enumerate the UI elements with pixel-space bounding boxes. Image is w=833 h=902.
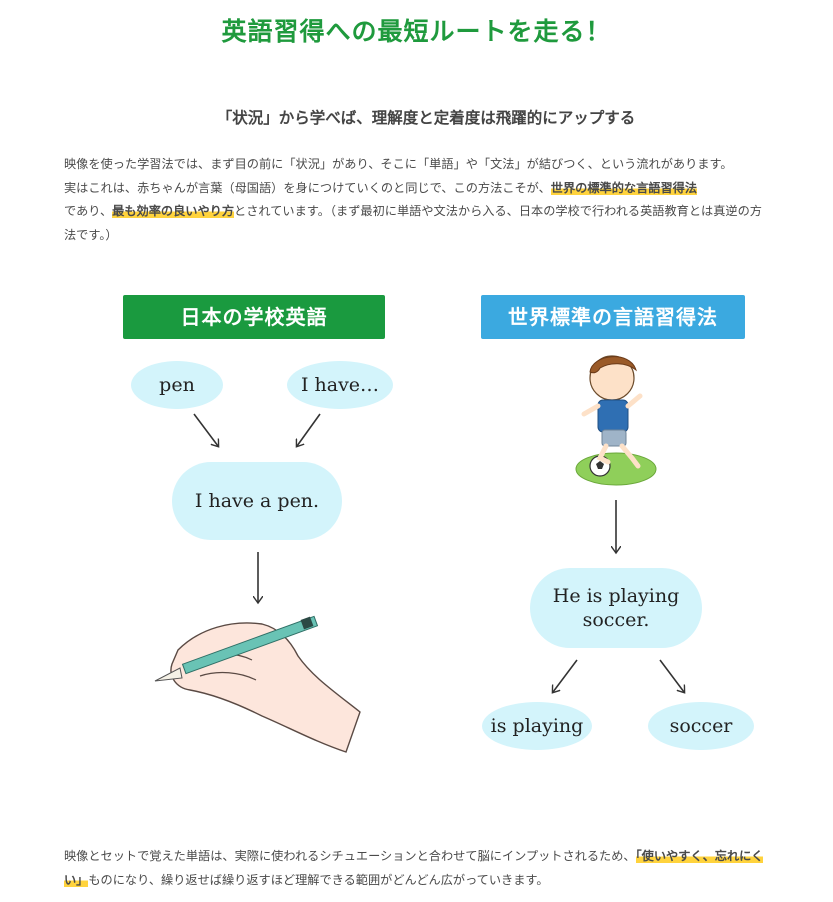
section-subtitle: 「状況」から学べば、理解度と定着度は飛躍的にアップする [216,109,636,127]
hand-writing-illustration [154,615,361,753]
intro-paragraph: 映像を使った学習法では、まず目の前に「状況」があり、そこに「単語」や「文法」が結… [64,153,774,247]
outro-text-rest: ものになり、繰り返せば繰り返すほど理解できる範囲がどんどん広がっていきます。 [88,872,549,887]
outro-text: 映像とセットで覚えた単語は、実際に使われるシチュエーションと合わせて脳にインプッ… [64,849,636,863]
bubble-sentence-line-1: He is playing [552,585,680,607]
bubble-i-have: I have… [287,361,393,409]
bubble-soccer-text: soccer [669,715,733,737]
intro-line-2-text: 実はこれは、赤ちゃんが言葉（母国語）を身につけていくのと同じで、この方法こそが、 [64,180,551,195]
arrow-pen-to-sentence [193,413,218,446]
banner-global-standard-method: 世界標準の言語習得法 [481,295,745,339]
outro-paragraph: 映像とセットで覚えた単語は、実際に使われるシチュエーションと合わせて脳にインプッ… [64,845,774,892]
banner-japanese-school-english: 日本の学校英語 [123,295,385,339]
bubble-he-is-playing-soccer: He is playing soccer. [530,568,702,648]
intro-line-1: 映像を使った学習法では、まず目の前に「状況」があり、そこに「単語」や「文法」が結… [64,157,733,171]
bubble-i-have-a-pen-text: I have a pen. [194,490,320,512]
bubble-is-playing: is playing [482,702,592,750]
bubble-pen-text: pen [159,374,195,396]
arrow-sentence-to-isplaying [553,659,578,692]
intro-line-3-text: であり、 [64,204,113,218]
bubble-sentence-line-2: soccer. [582,609,650,631]
bubble-i-have-text: I have… [300,374,380,396]
bubble-soccer: soccer [648,702,754,750]
bubble-pen: pen [131,361,223,409]
highlight-global-standard: 世界の標準的な言語習得法 [550,180,698,195]
intro-line-3-rest: とされています。（まず最初に単語や文法から入る、日本の学校で行われる英語教育とは… [64,204,762,242]
arrow-ihave-to-sentence [297,413,321,446]
boy-playing-soccer-illustration [575,355,657,486]
highlight-most-efficient: 最も効率の良いやり方 [112,204,235,218]
page-title: 英語習得への最短ルートを走る！ [221,17,612,46]
arrow-sentence-to-soccer [659,659,684,692]
bubble-is-playing-text: is playing [490,715,584,737]
bubble-i-have-a-pen: I have a pen. [172,462,342,540]
